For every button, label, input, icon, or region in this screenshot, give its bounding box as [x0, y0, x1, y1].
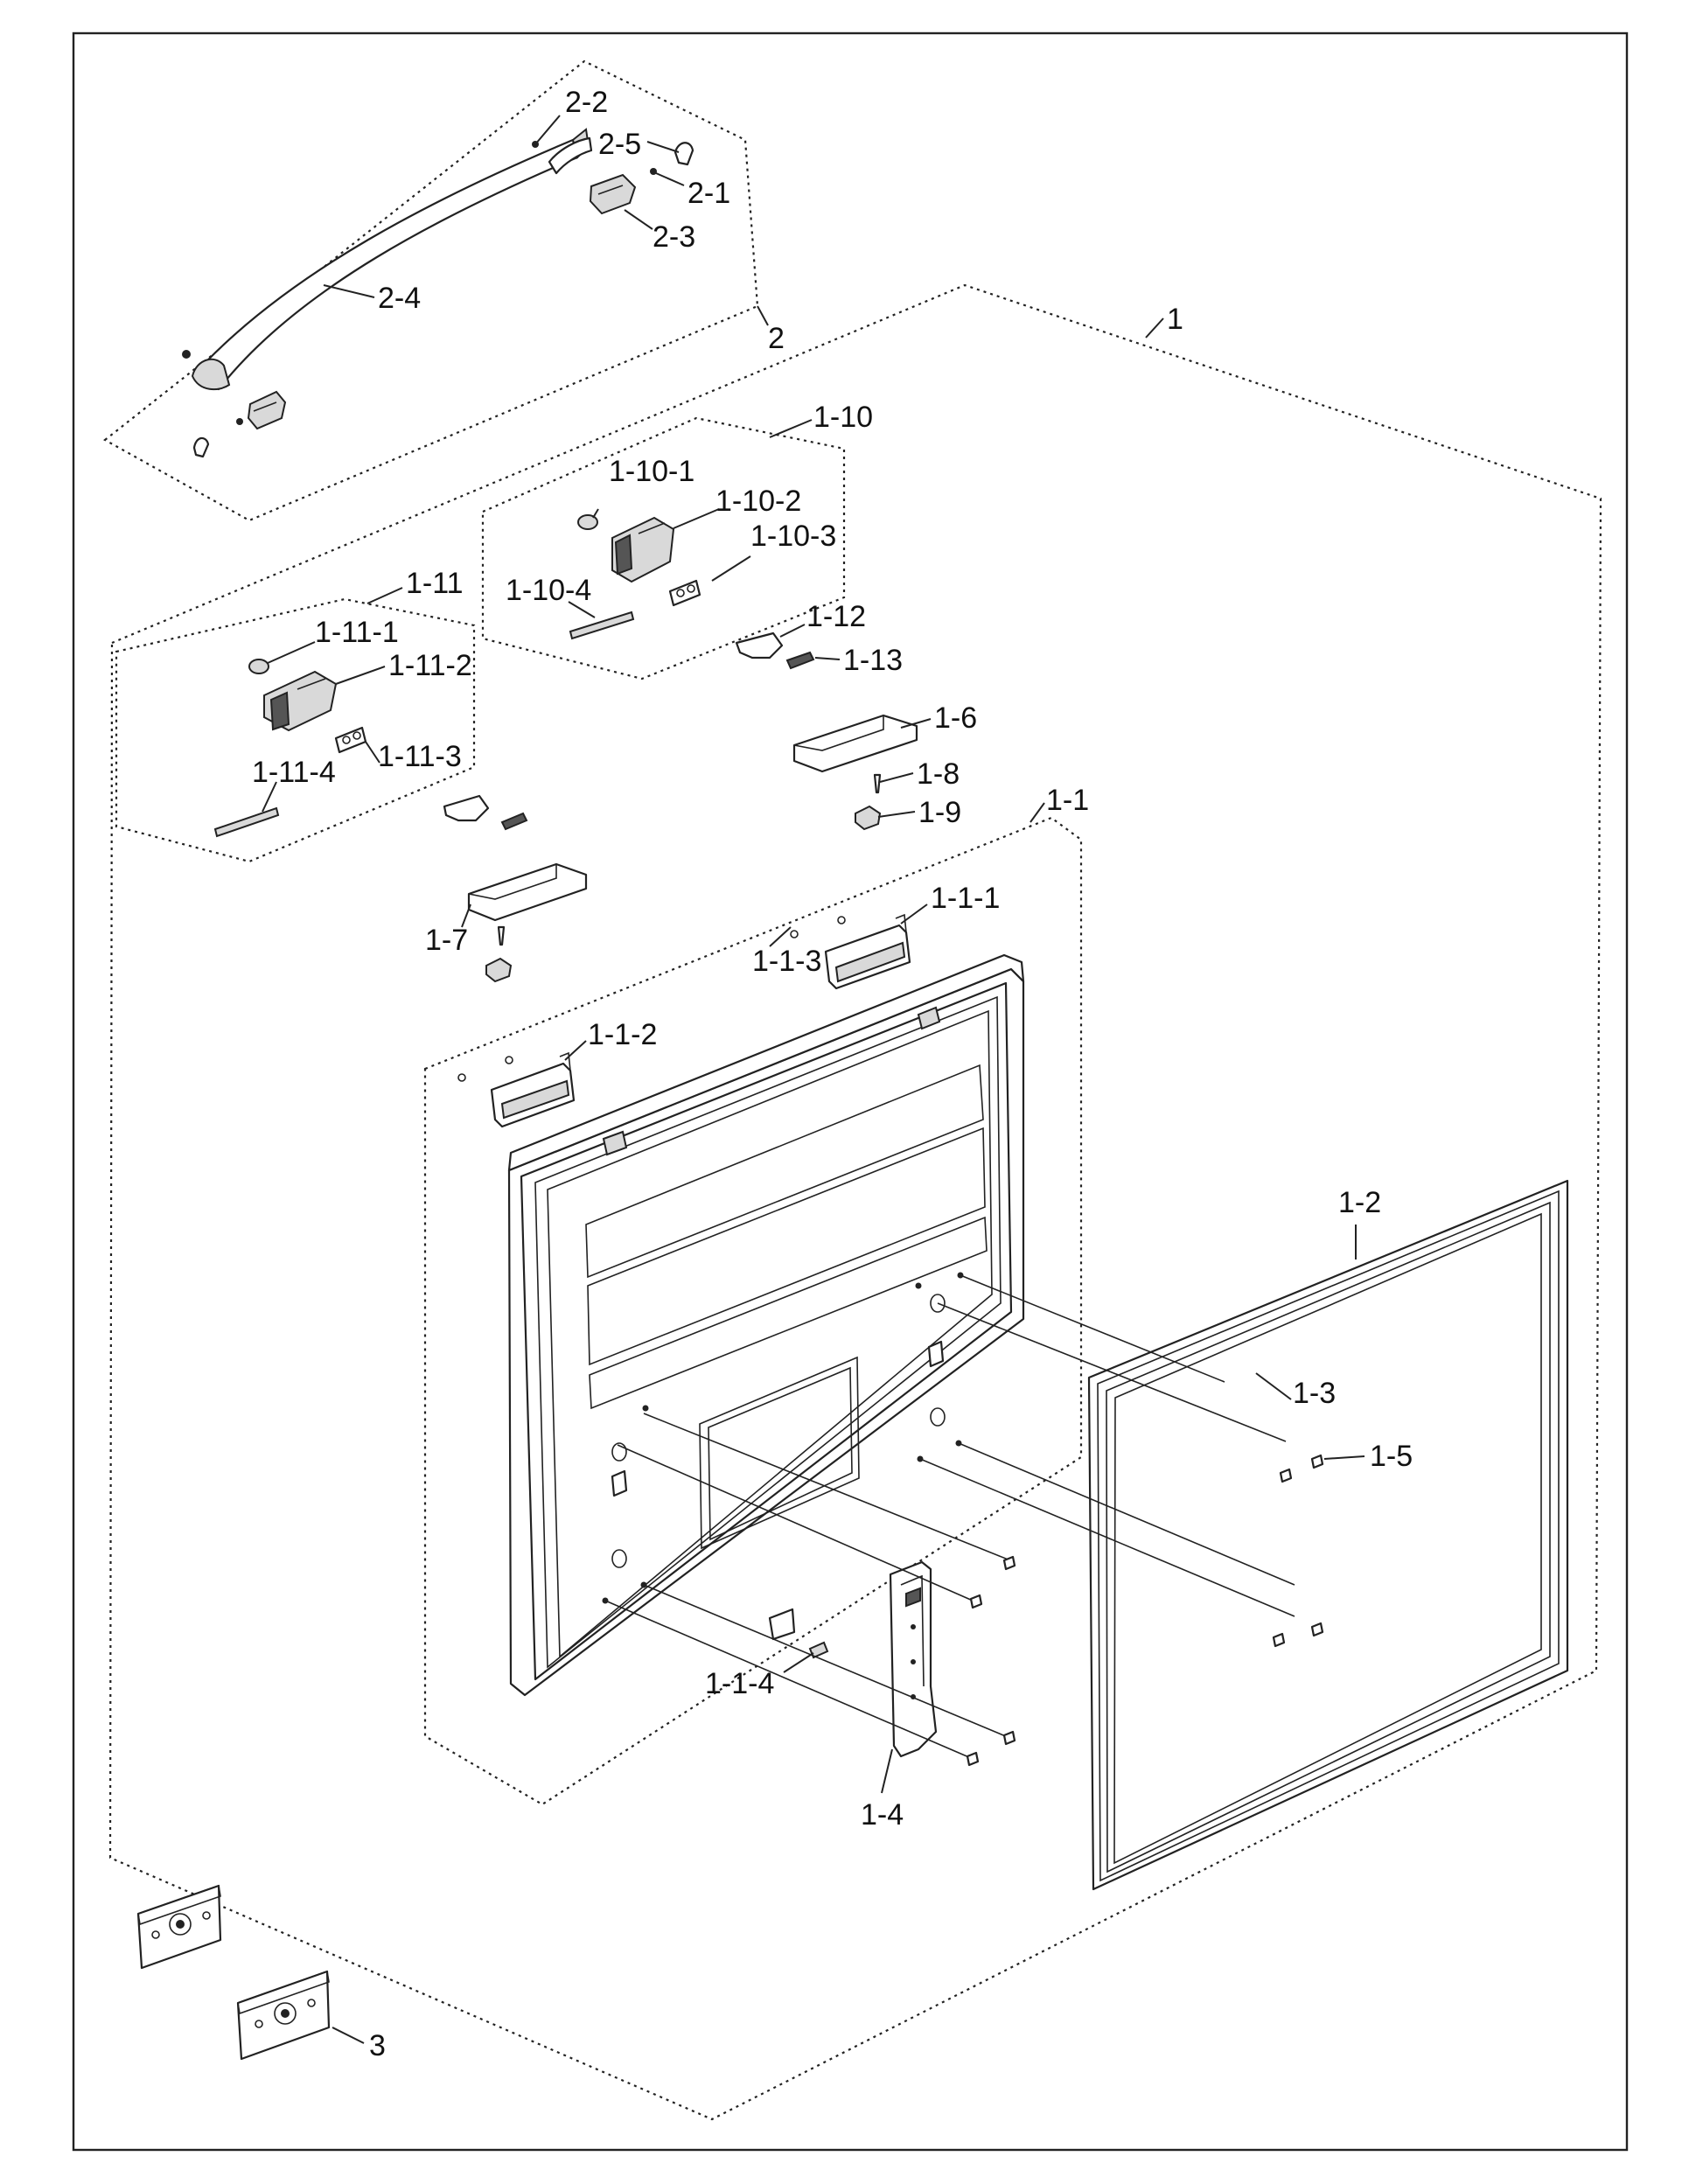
callout-2-4: 2-4 — [378, 282, 421, 315]
hinge-plate-3b — [236, 1970, 331, 2061]
door-window — [699, 1356, 860, 1550]
callout-1-9: 1-9 — [918, 796, 961, 829]
callout-2: 2 — [768, 322, 785, 355]
callout-2-5: 2-5 — [598, 128, 641, 161]
door-shelf-1 — [585, 1064, 984, 1279]
callout-1-1-2: 1-1-2 — [588, 1018, 657, 1051]
callout-1-6: 1-6 — [934, 701, 977, 735]
callout-1-11-2: 1-11-2 — [388, 649, 472, 682]
cap-left — [485, 957, 513, 983]
callout-1-11-1: 1-11-1 — [315, 616, 399, 649]
handle-bracket-bottom — [247, 390, 287, 430]
callout-1-3: 1-3 — [1293, 1377, 1336, 1410]
hinge-block-1-10-2 — [611, 516, 675, 583]
callout-1-11-3: 1-11-3 — [378, 740, 462, 773]
hinge-bracket-1-1-1 — [790, 913, 911, 990]
callout-1-11: 1-11 — [406, 567, 464, 600]
hinge-assembly-1-10 — [569, 514, 701, 640]
callout-1-13: 1-13 — [843, 644, 903, 677]
stopper-1-12 — [735, 631, 784, 659]
hinge-bushing-1-11-1 — [248, 659, 269, 674]
callout-2-1: 2-1 — [687, 177, 730, 210]
hinge-assembly-1-11 — [213, 659, 367, 838]
hinge-plate-set-3 — [136, 1884, 331, 2061]
handle-clip-bottom — [192, 436, 210, 458]
callout-1-1-3: 1-1-3 — [752, 945, 821, 978]
group-1-10-outline — [481, 416, 846, 680]
cover-parts-right — [735, 631, 918, 831]
callout-1-10-3: 1-10-3 — [750, 520, 836, 553]
hinge-bracket-1-4 — [889, 1560, 938, 1758]
door-shelf-2 — [587, 1127, 986, 1366]
callout-1-4: 1-4 — [861, 1798, 904, 1832]
callout-1-10-1: 1-10-1 — [609, 455, 694, 488]
hinge-bracket-1-1-2 — [457, 1051, 576, 1128]
handle-assembly — [182, 128, 694, 458]
callout-1-10: 1-10 — [813, 401, 873, 434]
door-panel — [507, 953, 1025, 1697]
callout-1-2: 1-2 — [1338, 1186, 1381, 1219]
handle-bracket-top — [589, 173, 637, 215]
leader-lines — [262, 115, 1365, 2044]
assembly-axis-lines — [604, 1274, 1295, 1759]
handle-end-cap-top — [548, 136, 593, 175]
callout-1-1: 1-1 — [1046, 784, 1089, 817]
screw-1-8 — [873, 773, 882, 794]
spring-left — [500, 812, 528, 831]
callout-1: 1 — [1167, 303, 1183, 336]
callout-1-1-4: 1-1-4 — [705, 1667, 774, 1700]
door-shelf-3 — [589, 1216, 988, 1410]
cover-parts-left — [443, 794, 588, 983]
hinge-plate-1-10-3 — [668, 579, 701, 607]
cover-1-6 — [792, 714, 918, 773]
group-1-11-outline — [115, 597, 476, 863]
callout-1-5: 1-5 — [1370, 1440, 1413, 1473]
screw-left — [497, 925, 506, 946]
callout-1-7: 1-7 — [425, 924, 468, 957]
callout-1-12: 1-12 — [806, 600, 866, 633]
hinge-plate-3a — [136, 1884, 222, 1970]
cover-1-7 — [467, 862, 588, 922]
handle-clip — [674, 142, 694, 166]
callout-1-10-4: 1-10-4 — [506, 574, 591, 607]
hinge-rod-1-11-4 — [213, 806, 280, 838]
spring-1-13 — [785, 651, 815, 670]
cap-1-9 — [855, 805, 882, 831]
door-gasket — [1087, 1179, 1569, 1891]
hinge-bushing-1-10-1 — [577, 514, 598, 530]
hinge-rod-1-10-4 — [569, 611, 635, 640]
handle-bar — [192, 138, 579, 391]
stopper-left — [443, 794, 490, 822]
callout-1-8: 1-8 — [917, 757, 960, 791]
callout-1-10-2: 1-10-2 — [715, 485, 801, 518]
callout-3: 3 — [369, 2029, 386, 2062]
callout-2-3: 2-3 — [653, 220, 695, 254]
callout-labels: 2-2 2-5 2-1 2-3 2-4 2 1 1-10 1-10-1 1-10… — [252, 86, 1413, 2062]
callout-1-1-1: 1-1-1 — [931, 882, 1000, 915]
assembly-screws — [966, 1454, 1324, 1767]
diagram-frame — [72, 31, 1629, 2152]
hinge-plate-1-11-3 — [334, 726, 367, 754]
handle-screw-top — [650, 168, 657, 175]
handle-end-cap-bottom — [191, 358, 231, 391]
group-1-outline — [108, 283, 1602, 2121]
callout-1-11-4: 1-11-4 — [252, 756, 336, 789]
handle-screw-bottom — [236, 418, 243, 425]
callout-2-2: 2-2 — [565, 86, 608, 119]
hinge-block-1-11-2 — [263, 670, 338, 732]
door-top-cap — [507, 953, 1025, 1172]
